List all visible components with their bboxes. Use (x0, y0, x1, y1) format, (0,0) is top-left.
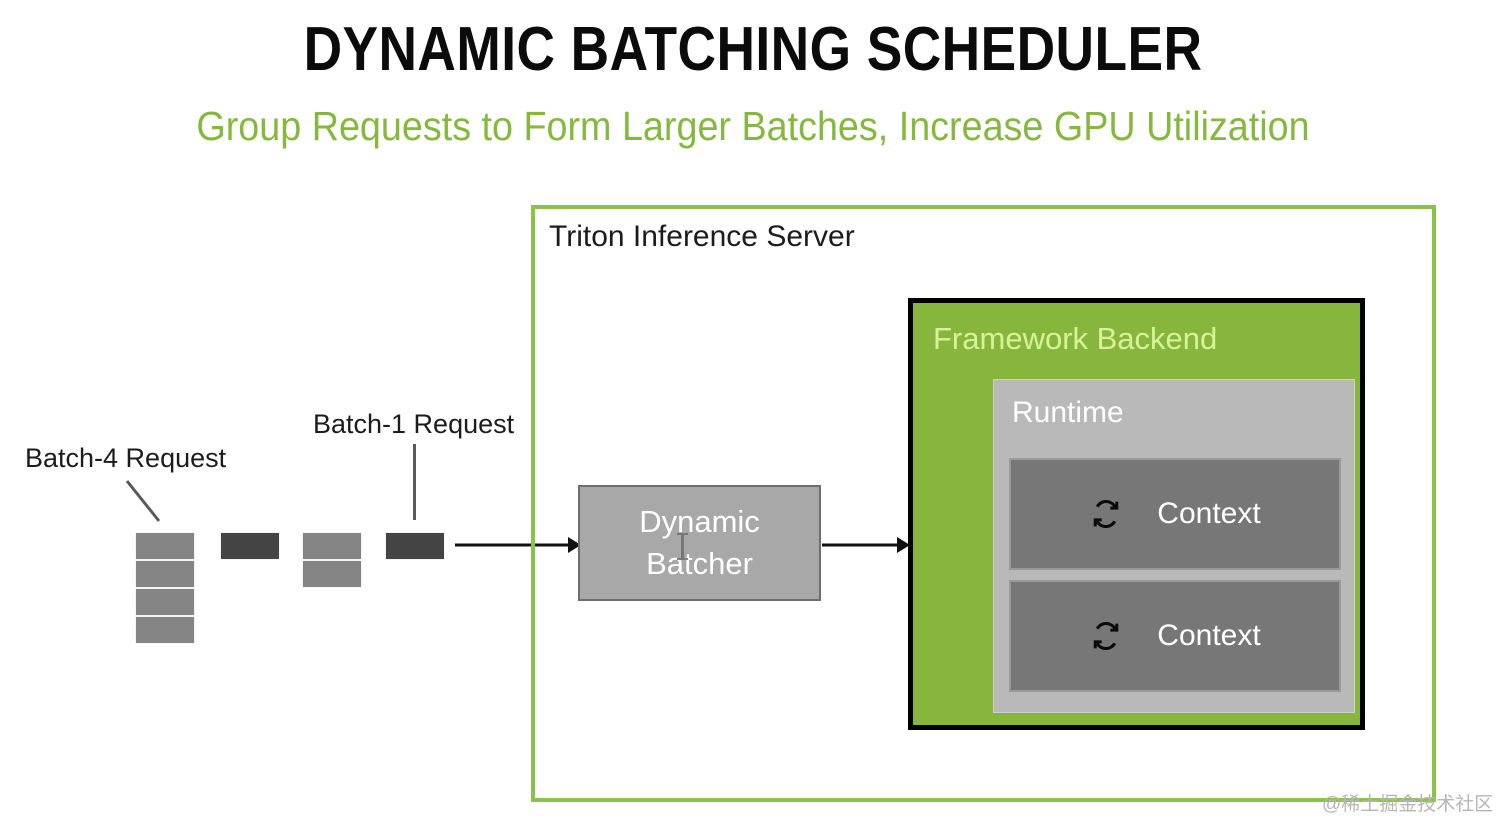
request-stack-batch-1-b (386, 533, 444, 559)
triton-inference-server-box (531, 205, 1436, 802)
callout-label-batch-1: Batch-1 Request (313, 409, 515, 439)
request-stack-batch-1-a (221, 533, 279, 559)
arrow-requests-to-batcher (455, 537, 581, 553)
request-block (136, 561, 194, 587)
dynamic-batcher-box[interactable]: Dynamic Batcher (578, 485, 821, 601)
context-box[interactable]: Context (1009, 458, 1341, 570)
callout-label-batch-4: Batch-4 Request (25, 443, 227, 473)
triton-inference-server-label: Triton Inference Server (549, 220, 855, 253)
framework-backend-box[interactable]: Framework Backend Runtime Context Contex… (908, 298, 1365, 730)
page-subtitle: Group Requests to Form Larger Batches, I… (196, 103, 1310, 149)
callout-leader-batch-4 (125, 480, 161, 522)
context-box[interactable]: Context (1009, 580, 1341, 692)
text-cursor-icon (677, 533, 688, 560)
runtime-box[interactable]: Runtime Context Context (993, 379, 1355, 713)
request-block (303, 561, 361, 587)
request-block (136, 617, 194, 643)
context-label: Context (1157, 619, 1261, 652)
dynamic-batcher-label: Dynamic Batcher (639, 504, 760, 581)
request-block (136, 589, 194, 615)
request-stack-batch-2 (303, 533, 361, 587)
watermark: @稀土掘金技术社区 (1322, 794, 1494, 815)
runtime-label: Runtime (1012, 396, 1124, 429)
sync-icon (1094, 621, 1119, 651)
request-block (221, 533, 279, 559)
framework-backend-label: Framework Backend (933, 321, 1218, 356)
arrow-batcher-to-backend (822, 537, 910, 553)
sync-icon (1094, 499, 1119, 529)
context-label: Context (1157, 497, 1261, 530)
callout-leader-batch-1 (413, 444, 416, 520)
request-block (136, 533, 194, 559)
request-stack-batch-4 (136, 533, 194, 643)
page-title: DYNAMIC BATCHING SCHEDULER (303, 15, 1203, 84)
request-block (386, 533, 444, 559)
request-block (303, 533, 361, 559)
